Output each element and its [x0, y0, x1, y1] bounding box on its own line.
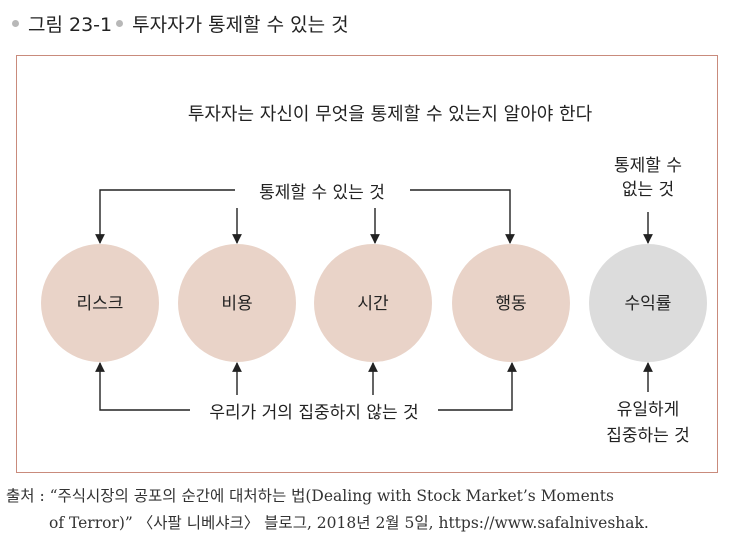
node-3: 행동: [452, 244, 570, 362]
source-note: 출처 : “주식시장의 공포의 순간에 대처하는 법(Dealing with …: [6, 483, 743, 537]
node-label: 리스크: [77, 294, 124, 314]
source-line-1: 출처 : “주식시장의 공포의 순간에 대처하는 법(Dealing with …: [6, 487, 614, 505]
diagram-frame: [16, 55, 718, 473]
uncontrollable-label-line2: 없는 것: [622, 180, 674, 200]
figure-label: 그림 23-1: [28, 13, 113, 36]
node-4: 수익률: [589, 244, 707, 362]
diagram-heading: 투자자는 자신이 무엇을 통제할 수 있는지 알아야 한다: [188, 104, 593, 125]
node-circle: [452, 244, 570, 362]
node-label: 시간: [357, 294, 389, 314]
node-circle: [589, 244, 707, 362]
node-circle: [178, 244, 296, 362]
node-0: 리스크: [41, 244, 159, 362]
source-line-2: of Terror)” 〈사팔 니베샤크〉 블로그, 2018년 2월 5일, …: [49, 514, 649, 532]
bullet-dot-icon: [12, 19, 19, 27]
node-label: 수익률: [625, 294, 672, 314]
bottom-connectors: [95, 362, 653, 411]
arrow-to-behavior: [410, 189, 515, 244]
node-circle: [41, 244, 159, 362]
arrow-up-behavior: [438, 362, 517, 411]
controllable-label: 통제할 수 있는 것: [259, 183, 385, 203]
arrow-up-risk: [95, 362, 190, 411]
uncontrollable-label-line1: 통제할 수: [614, 156, 682, 176]
node-1: 비용: [178, 244, 296, 362]
arrow-to-risk: [95, 189, 235, 244]
nodes-layer: 리스크 비용 시간 행동 수익률: [41, 244, 707, 362]
top-connectors: [95, 189, 653, 244]
rarely-focused-label: 우리가 거의 집중하지 않는 것: [209, 403, 418, 423]
node-label: 행동: [495, 294, 526, 314]
node-label: 비용: [221, 294, 252, 314]
bullet-dot-icon: [116, 19, 124, 27]
only-focus-label-line2: 집중하는 것: [606, 426, 690, 446]
node-2: 시간: [314, 244, 432, 362]
figure-title: 그림 23-1 투자자가 통제할 수 있는 것: [8, 8, 349, 38]
node-circle: [314, 244, 432, 362]
figure-caption: 투자자가 통제할 수 있는 것: [132, 13, 349, 36]
only-focus-label-line1: 유일하게: [617, 400, 680, 420]
